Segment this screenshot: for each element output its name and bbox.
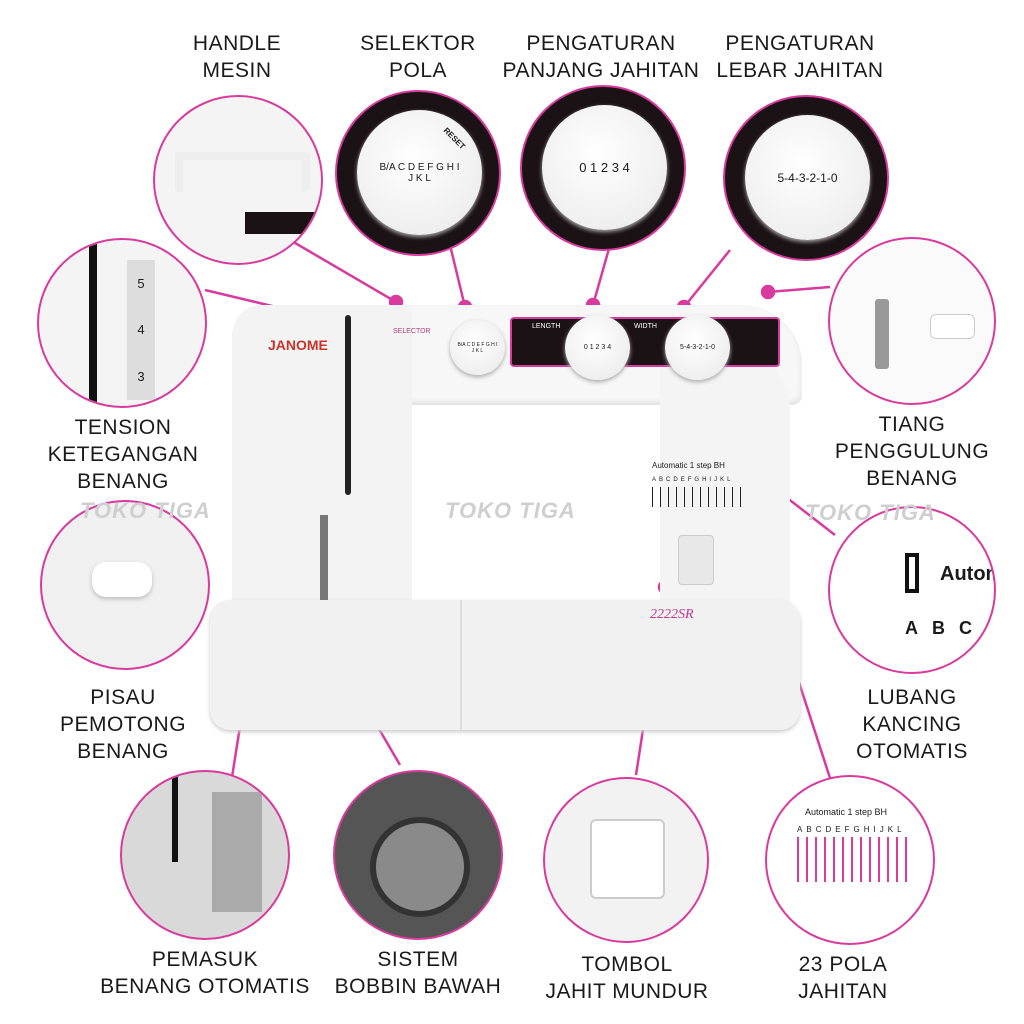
stitch-width-dial[interactable]: 5-4-3-2-1-0 xyxy=(665,315,730,380)
pattern-letter: A xyxy=(905,618,918,638)
tension-number: 3 xyxy=(137,369,145,385)
detail-spool-pin xyxy=(828,237,996,405)
reset-mark: RESET xyxy=(441,125,467,152)
dial-marks: B/A C D E F G H I J K L xyxy=(457,341,498,354)
buttonhole-caption-zoomed: Automatic 1 step BH xyxy=(805,807,888,817)
detail-threader xyxy=(120,770,290,940)
dial-marks: 5-4-3-2-1-0 xyxy=(679,344,715,351)
model-name: 2222SR xyxy=(650,607,694,622)
pattern-letter: I xyxy=(709,477,712,483)
sewing-machine: JANOME SELECTOR LENGTH WIDTH B/A C D E F… xyxy=(210,295,810,735)
detail-buttonhole: Automatic 1 step BH ABC xyxy=(828,506,996,674)
pattern-letter: I xyxy=(873,825,876,834)
detail-length: 0 1 2 3 4 xyxy=(520,85,686,251)
stitch-length-dial[interactable]: 0 1 2 3 4 xyxy=(565,315,630,380)
pattern-letter: K xyxy=(887,825,894,834)
detail-width: 5-4-3-2-1-0 xyxy=(723,95,889,261)
tension-number: 4 xyxy=(137,322,145,338)
detail-selector: B/A C D E F G H I J K L RESET xyxy=(335,90,501,256)
selector-caption: SELECTOR xyxy=(393,328,431,335)
length-caption: LENGTH xyxy=(532,323,561,330)
pattern-letter: B xyxy=(932,618,945,638)
watermark: TOKO TIGA xyxy=(80,498,211,523)
pattern-letter: C xyxy=(666,477,671,483)
pattern-letter: B xyxy=(659,477,664,483)
pattern-letter: G xyxy=(853,825,860,834)
brand-logo: JANOME xyxy=(268,337,328,353)
buttonhole-caption: Automatic 1 step BH xyxy=(652,461,725,470)
tension-number: 5 xyxy=(137,275,145,291)
pattern-letter: G xyxy=(694,477,700,483)
detail-tension: 5 4 3 xyxy=(37,238,207,408)
dial-panel xyxy=(510,317,780,367)
pattern-letter: A xyxy=(797,825,803,834)
pattern-selector-dial[interactable]: B/A C D E F G H I J K L xyxy=(450,320,505,375)
dial-marks: B/A C D E F G H I J K L xyxy=(379,161,460,184)
pattern-letter: D xyxy=(673,477,678,483)
pattern-letter: E xyxy=(680,477,685,483)
detail-handle xyxy=(153,95,323,265)
pattern-letter: E xyxy=(835,825,841,834)
pattern-letter: C xyxy=(959,618,972,638)
watermark: TOKO TIGA xyxy=(445,498,576,523)
dial-marks: 0 1 2 3 4 xyxy=(579,160,630,175)
pattern-letter: H xyxy=(702,477,707,483)
pattern-letter: H xyxy=(863,825,870,834)
buttonhole-caption-zoomed: Automatic 1 step BH xyxy=(940,563,994,585)
reverse-button[interactable] xyxy=(678,535,714,585)
dial-marks: 0 1 2 3 4 xyxy=(583,344,612,351)
detail-thread-cutter xyxy=(40,500,210,670)
pattern-letter: D xyxy=(825,825,832,834)
pattern-letter: J xyxy=(879,825,884,834)
detail-bobbin xyxy=(333,770,503,940)
pattern-letter: L xyxy=(727,477,731,483)
pattern-letter: A xyxy=(652,477,657,483)
pattern-letter: C xyxy=(815,825,822,834)
dial-marks: 5-4-3-2-1-0 xyxy=(777,170,838,185)
presser-foot xyxy=(320,515,328,600)
pattern-letter: B xyxy=(806,825,812,834)
pattern-letter: F xyxy=(844,825,850,834)
pattern-letter: L xyxy=(897,825,902,834)
watermark: TOKO TIGA xyxy=(805,500,936,525)
pattern-letter: K xyxy=(720,477,725,483)
pattern-letter: J xyxy=(714,477,718,483)
detail-reverse-button xyxy=(543,777,709,943)
width-caption: WIDTH xyxy=(634,323,657,330)
pattern-letter: F xyxy=(687,477,692,483)
